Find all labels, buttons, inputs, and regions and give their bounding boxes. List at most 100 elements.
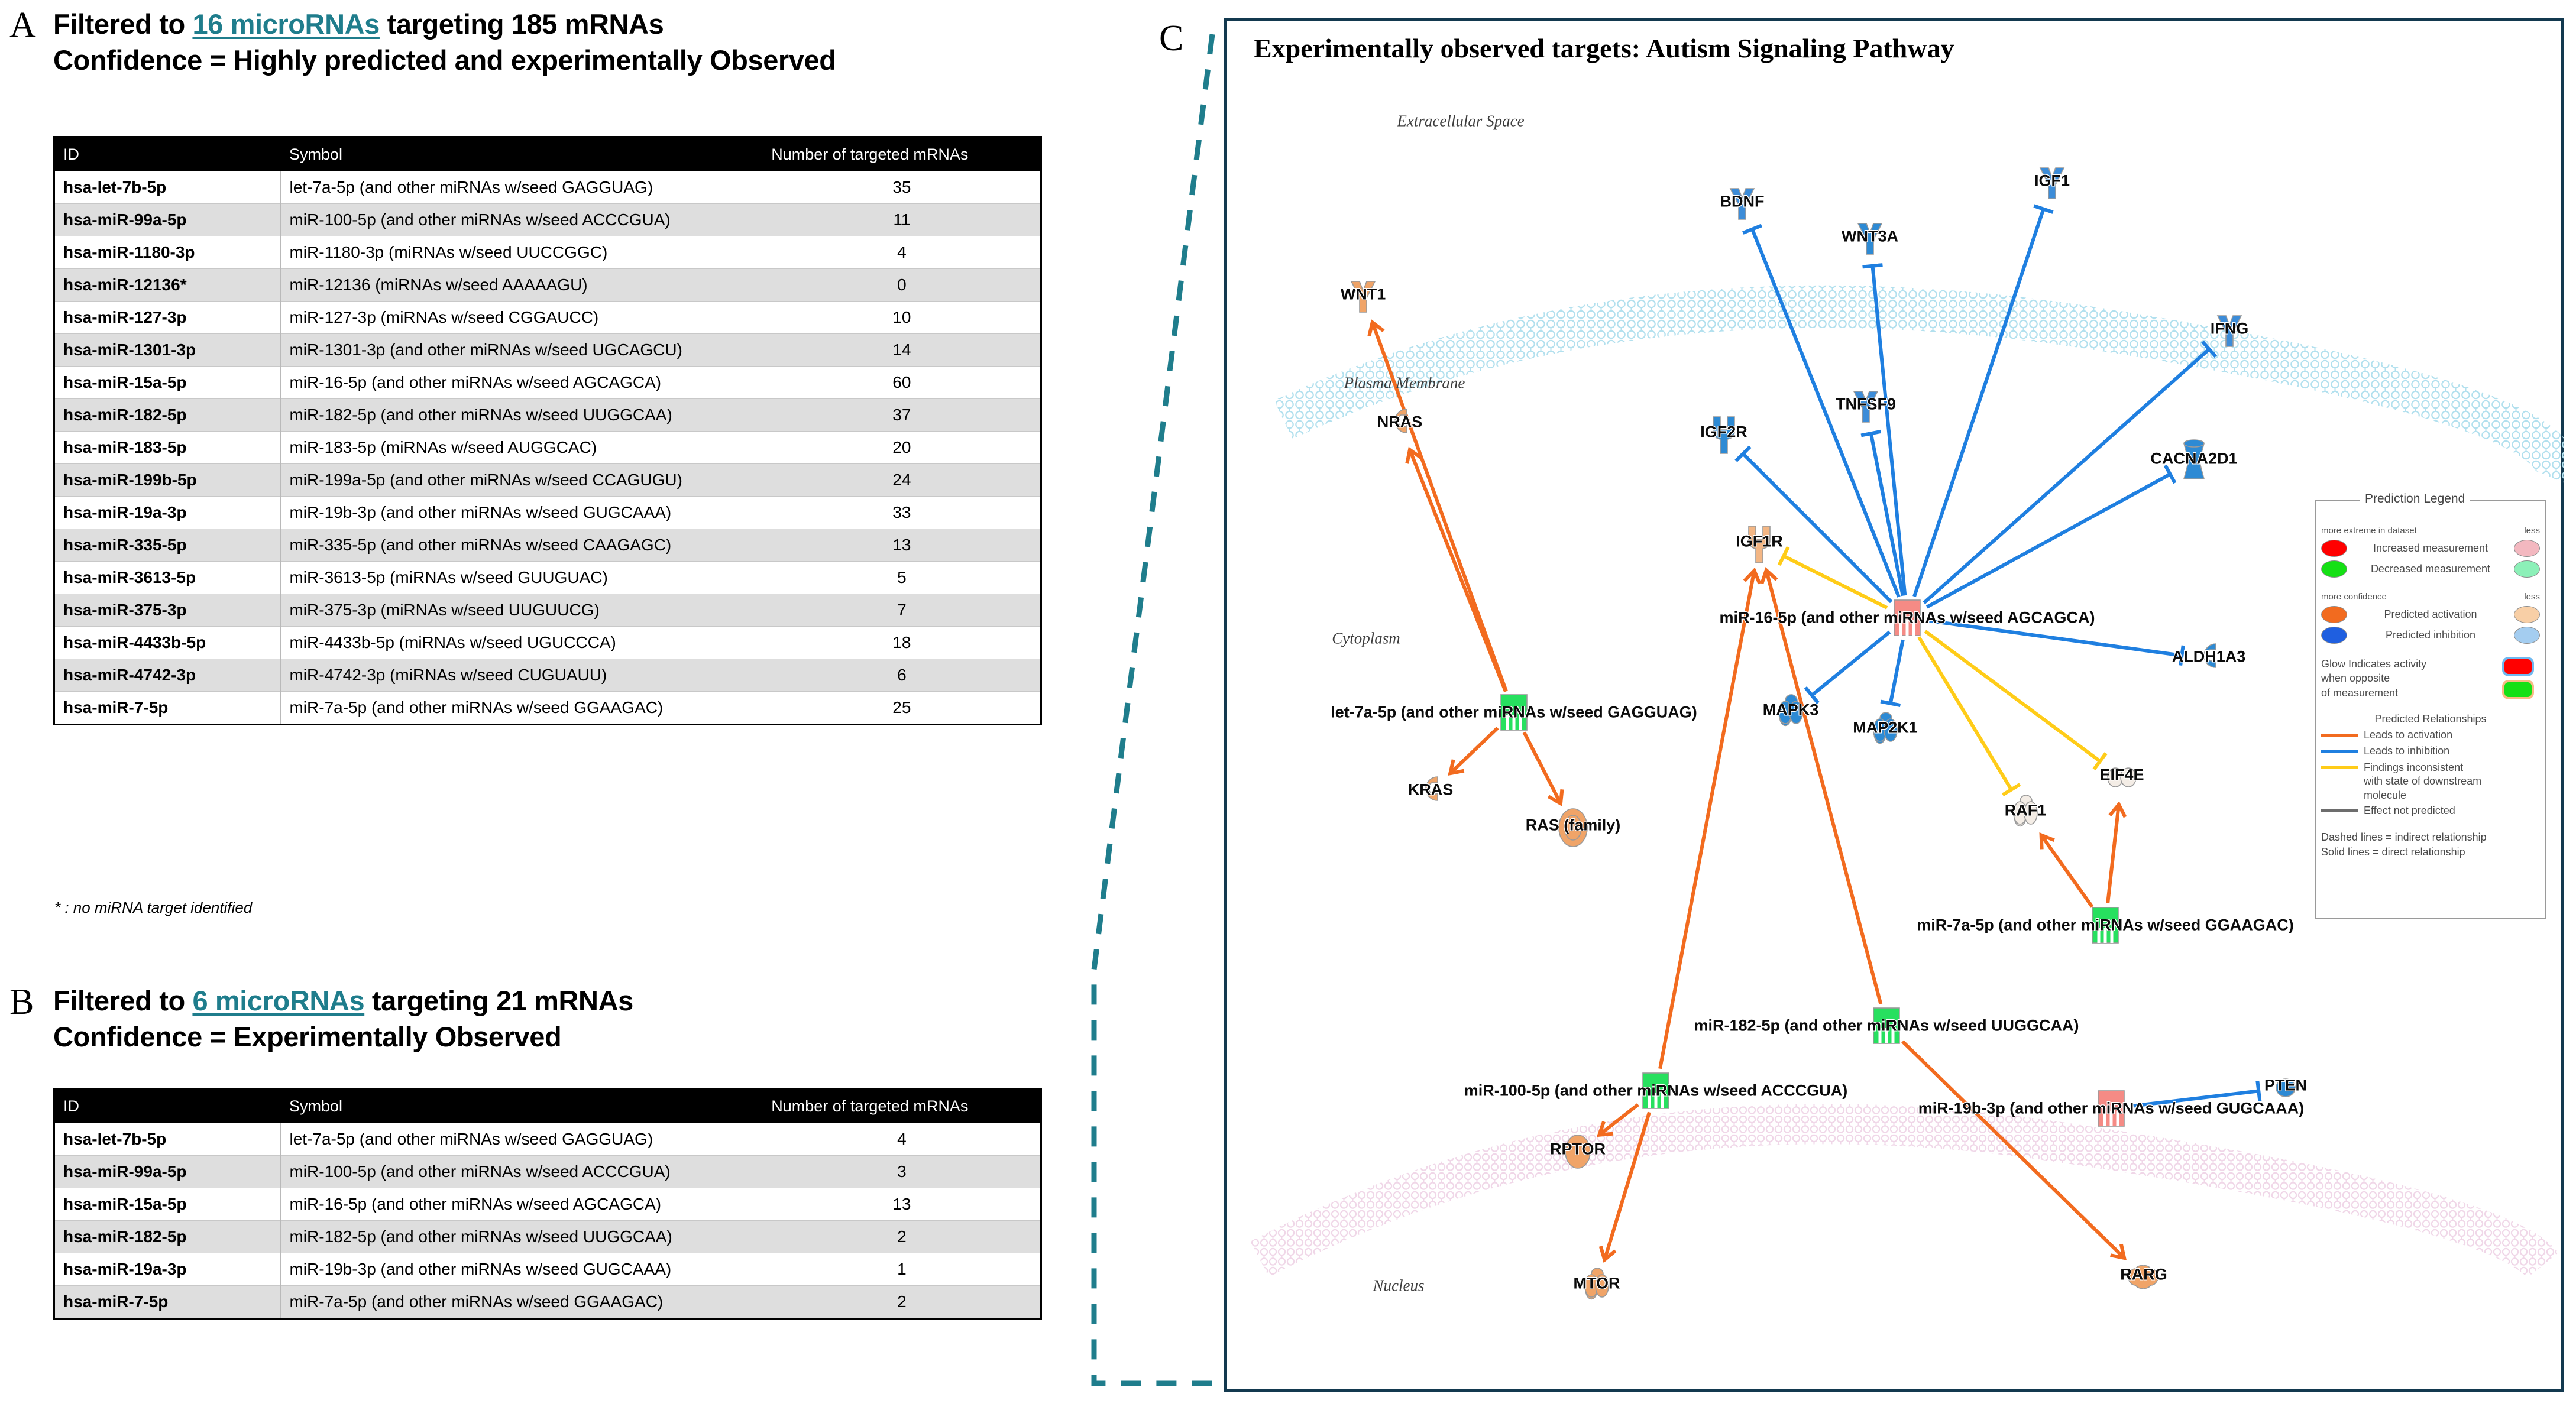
cell-symbol: miR-182-5p (and other miRNAs w/seed UUGG… <box>280 1220 763 1253</box>
node-rarg[interactable] <box>2128 1265 2158 1289</box>
legend-glow-red-swatch <box>2504 659 2532 674</box>
node-aldh1a3[interactable] <box>2203 643 2216 668</box>
node-igf2r[interactable] <box>1713 416 1735 454</box>
node-rptor[interactable] <box>1565 1135 1591 1169</box>
legend-decreased-label: Decreased measurement <box>2370 563 2491 575</box>
node-label-aldh1a3: ALDH1A3 <box>2172 647 2246 666</box>
node-bdnf[interactable] <box>1729 188 1755 220</box>
node-tnfsf9[interactable] <box>1853 391 1879 423</box>
legend-glow-line3: of measurement <box>2321 686 2399 699</box>
mirna-label-let7a: let-7a-5p (and other miRNAs w/seed GAGGU… <box>1331 703 1697 721</box>
cell-id: hsa-miR-19a-3p <box>63 1260 187 1278</box>
cell-symbol: miR-16-5p (and other miRNAs w/seed AGCAG… <box>280 366 763 399</box>
cell-symbol: miR-19b-3p (and other miRNAs w/seed GUGC… <box>280 1253 763 1286</box>
cell-count: 24 <box>762 463 1041 497</box>
cell-id: hsa-miR-15a-5p <box>63 373 187 391</box>
node-label-igf1: IGF1 <box>2034 171 2070 190</box>
legend-increased-label: Increased measurement <box>2373 542 2488 554</box>
node-nras[interactable] <box>1394 409 1407 433</box>
node-label-pten: PTEN <box>2264 1076 2308 1094</box>
cell-count: 10 <box>762 301 1041 334</box>
edge-mir7a-raf1 <box>2039 832 2094 908</box>
node-cacna2d1[interactable] <box>2183 439 2205 479</box>
cell-symbol: miR-183-5p (miRNAs w/seed AUGGCAC) <box>280 431 763 464</box>
legend-leads-inhibition-label: Leads to inhibition <box>2364 744 2450 757</box>
cell-count: 14 <box>762 333 1041 367</box>
panel-a-mirna-link[interactable]: 16 microRNAs <box>192 8 380 40</box>
node-mtor[interactable] <box>1584 1268 1609 1300</box>
legend-decreased-weak-swatch <box>2513 560 2540 578</box>
node-igf1[interactable] <box>2039 167 2065 199</box>
mirna-node-mir100[interactable] <box>1642 1072 1669 1109</box>
table-row: hsa-miR-7-5p miR-7a-5p (and other miRNAs … <box>54 691 1041 725</box>
panel-b-letter: B <box>9 982 34 1022</box>
cell-count: 4 <box>762 236 1041 269</box>
panel-connector-dashed <box>1091 34 1233 1386</box>
node-wnt1[interactable] <box>1350 281 1376 313</box>
col-header-symbol: Symbol <box>280 137 763 171</box>
cell-count: 35 <box>762 171 1041 204</box>
cell-symbol: miR-16-5p (and other miRNAs w/seed AGCAG… <box>280 1188 763 1221</box>
cell-id: hsa-miR-99a-5p <box>63 1162 187 1181</box>
cell-count: 60 <box>762 366 1041 399</box>
cell-id: hsa-miR-127-3p <box>63 308 187 326</box>
cell-id: hsa-miR-3613-5p <box>63 568 196 586</box>
node-pten[interactable] <box>2276 1078 2296 1097</box>
mirna-label-mir19b: miR-19b-3p (and other miRNAs w/seed GUGC… <box>1918 1099 2305 1117</box>
mirna-node-mir16[interactable] <box>1894 599 1921 636</box>
cell-id: hsa-miR-7-5p <box>63 698 169 717</box>
node-label-rptor: RPTOR <box>1549 1140 1606 1158</box>
mirna-node-mir19b[interactable] <box>2098 1090 2125 1127</box>
panel-a-confidence-line: Confidence = Highly predicted and experi… <box>53 44 836 76</box>
edge-mir16-wnt3a <box>1862 263 1907 596</box>
legend-decreased-strong-swatch <box>2321 560 2347 578</box>
node-kras[interactable] <box>1425 776 1438 801</box>
mirna-label-mir100: miR-100-5p (and other miRNAs w/seed ACCC… <box>1464 1081 1848 1100</box>
mirna-node-mir7a[interactable] <box>2092 907 2119 944</box>
node-label-igf2r: IGF2R <box>1700 423 1747 441</box>
cell-id: hsa-miR-199b-5p <box>63 471 197 489</box>
edge-mir16-aldh1a3 <box>1929 619 2185 666</box>
node-rasfamily[interactable] <box>1558 808 1588 847</box>
panel-b-mirna-link[interactable]: 6 microRNAs <box>192 985 365 1016</box>
mirna-node-let7a[interactable] <box>1500 694 1528 731</box>
legend-increased-strong-swatch <box>2321 540 2347 557</box>
edge-mir182-rarg <box>1901 1040 2127 1260</box>
edge-mir182-igf1r <box>1760 567 1883 1005</box>
plasma-membrane <box>1274 285 2564 483</box>
cell-symbol: miR-4742-3p (miRNAs w/seed CUGUAUU) <box>280 659 763 692</box>
edge-mir100-mtor <box>1598 1111 1651 1263</box>
legend-activation-line <box>2321 733 2358 737</box>
nuclear-membrane <box>1250 1104 2559 1279</box>
legend-predicted-relationships-title: Predicted Relationships <box>2374 712 2487 725</box>
table-a-header-row: ID Symbol Number of targeted mRNAs <box>54 137 1041 171</box>
node-eif4e[interactable] <box>2107 767 2137 787</box>
cell-symbol: miR-3613-5p (miRNAs w/seed GUUGUAC) <box>280 561 763 594</box>
table-panel-b: ID Symbol Number of targeted mRNAs hsa-l… <box>53 1088 1042 1320</box>
node-igf1r[interactable] <box>1748 526 1771 563</box>
cell-symbol: miR-7a-5p (and other miRNAs w/seed GGAAG… <box>280 691 763 725</box>
node-raf1[interactable] <box>2013 795 2038 827</box>
node-ifng[interactable] <box>2216 315 2242 347</box>
legend-inhibition-weak-swatch <box>2513 627 2540 644</box>
node-mapk3[interactable] <box>1778 694 1803 727</box>
mirna-node-mir182[interactable] <box>1873 1007 1900 1044</box>
legend-activation-strong-swatch <box>2321 606 2347 623</box>
legend-findings-line3: molecule <box>2364 789 2407 801</box>
node-map2k1[interactable] <box>1873 712 1898 744</box>
cell-id: hsa-miR-183-5p <box>63 438 187 456</box>
prediction-legend-title: Prediction Legend <box>2360 492 2471 506</box>
legend-findings-line2: with state of downstream <box>2364 775 2482 787</box>
node-wnt3a[interactable] <box>1857 223 1883 255</box>
legend-inhibition-line <box>2321 749 2358 753</box>
node-label-nras: NRAS <box>1377 413 1423 431</box>
